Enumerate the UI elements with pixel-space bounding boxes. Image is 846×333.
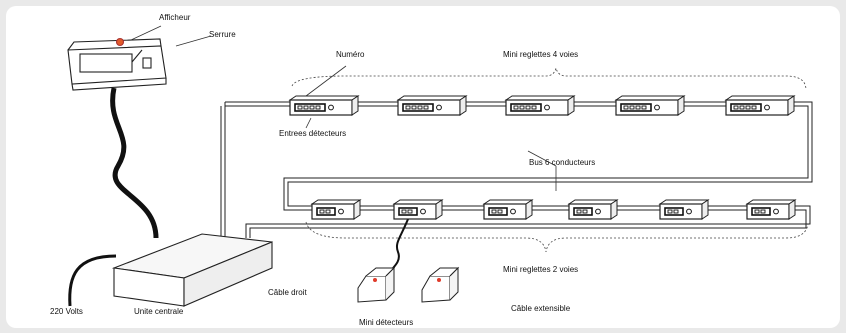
label-serrure: Serrure — [209, 30, 236, 39]
reglette-2-voies-4 — [567, 199, 619, 220]
unite-centrale-box — [111, 233, 273, 307]
reglettes-4-voies — [288, 95, 796, 116]
reglette-4-voies-5 — [724, 95, 796, 116]
diagram-panel: Afficheur Serrure Numéro Mini reglettes … — [6, 6, 840, 328]
display-cable — [110, 87, 159, 239]
label-mini-reglettes-2: Mini reglettes 2 voies — [503, 265, 579, 274]
reglette-2-voies-2 — [392, 199, 444, 220]
reglette-2-voies-5 — [658, 199, 710, 220]
grouping-braces — [291, 67, 809, 253]
label-unite-centrale: Unite centrale — [134, 307, 184, 316]
power-cable — [68, 254, 117, 307]
reglette-4-voies-1 — [288, 95, 360, 116]
label-entrees-detecteurs: Entrees détecteurs — [279, 129, 347, 138]
reglettes-2-voies — [310, 199, 797, 220]
reglette-2-voies-1 — [310, 199, 362, 220]
mini-detector-2 — [421, 266, 460, 303]
reglette-4-voies-2 — [396, 95, 468, 116]
reglette-4-voies-3 — [504, 95, 576, 116]
label-bus: Bus 6 conducteurs — [529, 158, 596, 167]
bus-wiring — [220, 101, 813, 238]
reglette-4-voies-4 — [614, 95, 686, 116]
label-220-volts: 220 Volts — [50, 307, 83, 316]
pointer-lines — [130, 25, 557, 191]
label-mini-reglettes-4: Mini reglettes 4 voies — [503, 50, 579, 59]
afficheur-display — [67, 37, 167, 91]
label-mini-detecteurs: Mini détecteurs — [359, 318, 414, 327]
wiring-diagram — [67, 25, 813, 307]
reglette-2-voies-3 — [482, 199, 534, 220]
mini-detector-1 — [357, 266, 396, 303]
label-cable-droit: Câble droit — [268, 288, 307, 297]
label-numero: Numéro — [336, 50, 365, 59]
label-afficheur: Afficheur — [159, 13, 191, 22]
label-cable-extensible: Câble extensible — [511, 304, 571, 313]
reglette-2-voies-6 — [745, 199, 797, 220]
